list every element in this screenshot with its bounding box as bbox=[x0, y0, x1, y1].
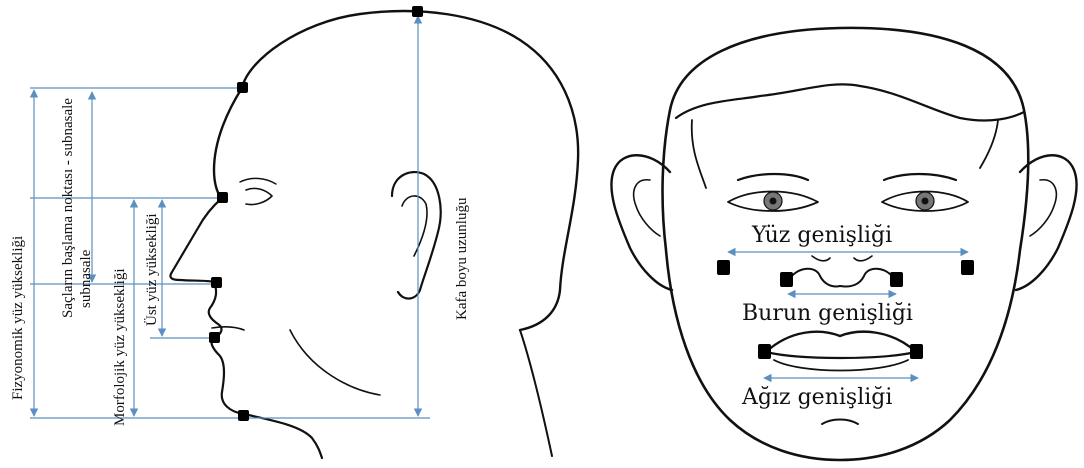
hairline bbox=[676, 84, 1024, 120]
label-morphologic-face-height: Morfolojik yüz yüksekliği bbox=[112, 269, 128, 427]
label-hairline-subnasale: Saçların başlama noktası - subnasale bbox=[60, 98, 76, 318]
landmark-subnasale bbox=[211, 277, 222, 288]
nose-outline bbox=[170, 198, 222, 282]
landmark-left-alare bbox=[780, 272, 793, 287]
label-physiognomic-face-height: Fizyonomik yüz yüksekliği bbox=[10, 236, 26, 400]
nose-left-wing bbox=[790, 269, 840, 287]
label-upper-face-height: Üst yüz yüksekliği bbox=[143, 214, 160, 327]
landmark-nasion bbox=[217, 192, 228, 203]
neck-back-outline bbox=[520, 330, 552, 456]
jaw-neck-outline bbox=[244, 414, 322, 458]
label-head-length: Kafa boyu uzunluğu bbox=[454, 197, 470, 320]
label-mouth-width: Ağız genişliği bbox=[741, 385, 892, 410]
landmark-left-cheilion bbox=[758, 344, 771, 359]
mouth-line bbox=[766, 352, 916, 358]
label-face-width: Yüz genişliği bbox=[751, 223, 892, 248]
landmark-stomion bbox=[209, 332, 220, 343]
landmark-right-cheilion bbox=[910, 344, 923, 359]
profile-eye bbox=[246, 188, 272, 204]
landmark-gnathion bbox=[238, 410, 249, 421]
profile-measurement-lines bbox=[30, 16, 430, 418]
label-subnasale-line: subnasale bbox=[78, 249, 94, 308]
landmark-vertex bbox=[412, 6, 423, 17]
head-outline bbox=[242, 11, 578, 330]
lips-chin-outline bbox=[209, 282, 244, 414]
label-nose-width: Burun genişliği bbox=[742, 301, 913, 326]
landmark-right-alare bbox=[890, 272, 903, 287]
profile-ear bbox=[392, 172, 441, 299]
mouth-upper-lip bbox=[766, 332, 916, 352]
nose-right-wing bbox=[840, 269, 894, 287]
landmark-trichion bbox=[237, 82, 248, 93]
landmark-right-zygion bbox=[961, 260, 974, 275]
profile-head-drawing bbox=[170, 11, 578, 458]
mouth-lower-lip bbox=[774, 360, 908, 371]
forehead-outline bbox=[214, 88, 242, 198]
landmark-left-zygion bbox=[717, 260, 730, 275]
profile-landmarks bbox=[209, 6, 423, 421]
